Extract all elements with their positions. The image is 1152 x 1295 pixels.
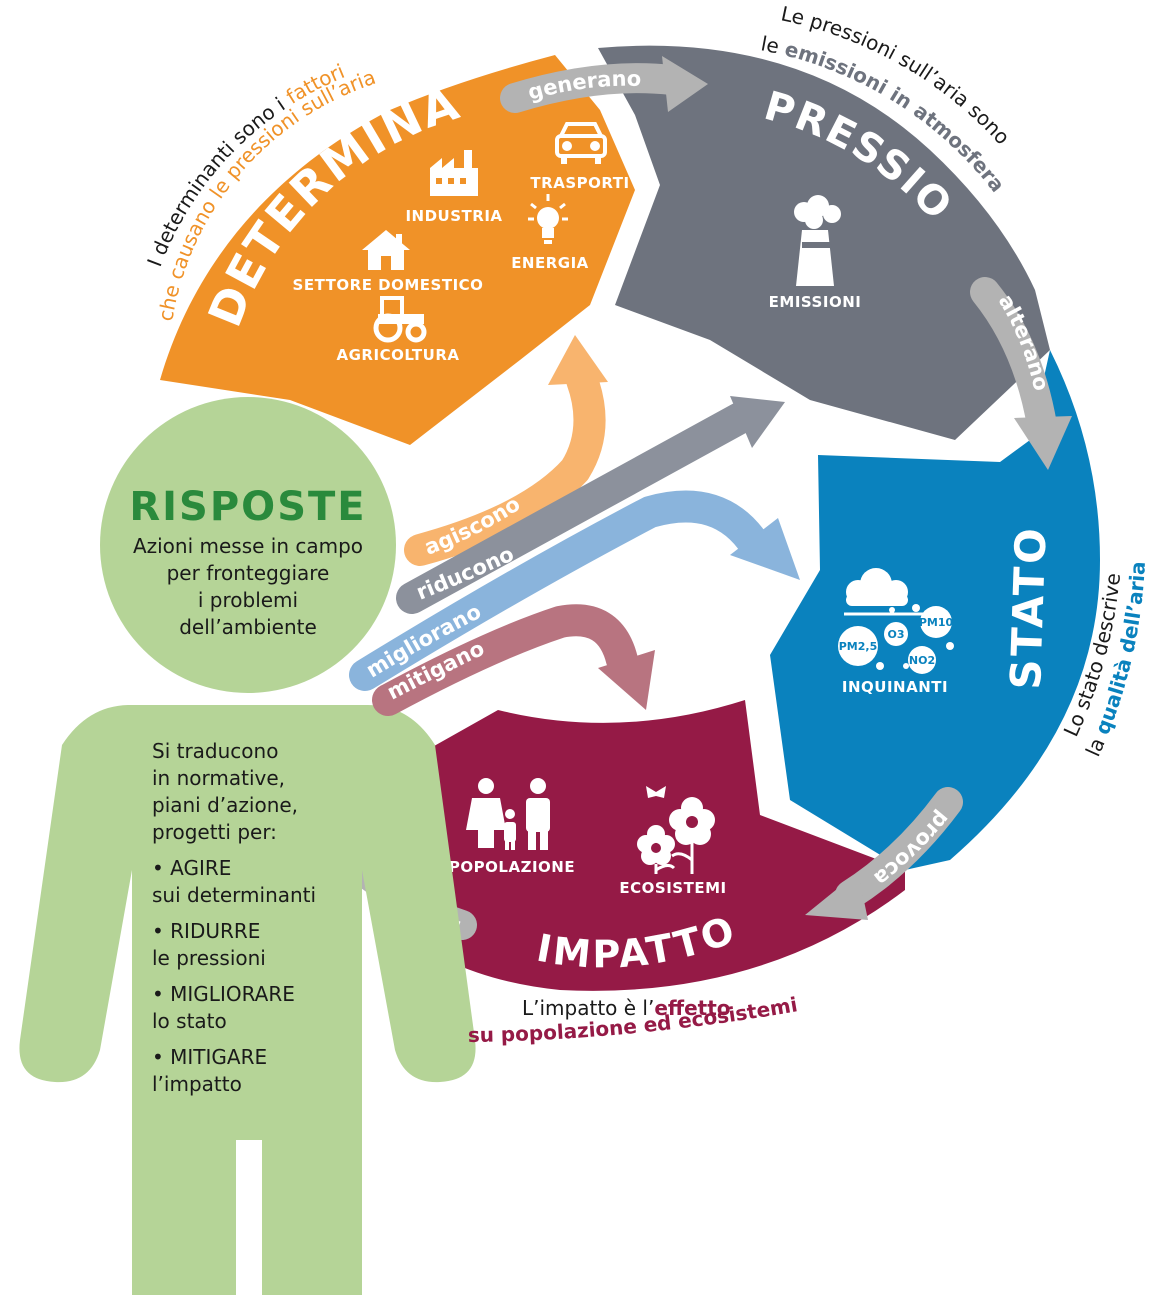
tractor-icon [373, 296, 427, 343]
sector-impatto: IMPATTO POPOLAZIONE [388, 700, 905, 991]
label-popolazione: POPOLAZIONE [449, 858, 575, 876]
label-energia: ENERGIA [511, 254, 589, 272]
pollutant-pm25: PM2,5 [839, 640, 878, 653]
bullet-3-tail: lo stato [152, 1009, 227, 1033]
sector-stato: STATO P [770, 350, 1100, 870]
bullet-4-head: • MITIGARE [152, 1045, 267, 1069]
car-icon [555, 122, 607, 164]
risposte-line-4: dell’ambiente [179, 615, 317, 639]
stato-title: STATO [1001, 524, 1056, 690]
lightbulb-icon [528, 194, 568, 244]
bullet-1-head: • AGIRE [152, 856, 231, 880]
bullet-2-tail: le pressioni [152, 946, 266, 970]
risposte-title: RISPOSTE [129, 484, 366, 530]
house-icon [362, 230, 410, 270]
label-trasporti: TRASPORTI [530, 174, 629, 192]
risposte-person: RISPOSTE Azioni messe in campo per front… [19, 397, 476, 1295]
caption-impatto: L’impatto è l’effetto su popolazione ed … [468, 992, 800, 1047]
pollutant-no2: NO2 [909, 654, 935, 667]
label-industria: INDUSTRIA [405, 207, 502, 225]
body-line-1: Si traducono [152, 739, 278, 763]
person-body [19, 705, 476, 1295]
chimney-smoke-icon [794, 195, 841, 286]
label-emissioni: EMISSIONI [769, 293, 862, 311]
bullet-2-head: • RIDURRE [152, 919, 260, 943]
risposte-line-3: i problemi [198, 588, 298, 612]
risposte-line-1: Azioni messe in campo [133, 534, 363, 558]
pollutants-cloud-icon: PM2,5 O3 PM10 NO2 [838, 568, 954, 674]
bullet-1-tail: sui determinanti [152, 883, 316, 907]
family-icon [466, 778, 550, 850]
flowers-icon [637, 786, 715, 874]
pollutant-pm10: PM10 [919, 616, 954, 629]
pollutant-o3: O3 [887, 628, 904, 641]
body-line-4: progetti per: [152, 820, 277, 844]
bullet-3-head: • MIGLIORARE [152, 982, 295, 1006]
label-inquinanti: INQUINANTI [842, 678, 948, 696]
sector-determinanti: DETERMINANTI INDUSTRIA TRASPORTI [0, 0, 635, 445]
factory-icon [430, 150, 478, 196]
person-head [100, 397, 396, 693]
body-line-3: piani d’azione, [152, 793, 298, 817]
caption-impatto-line1: L’impatto è l’effetto [522, 996, 731, 1020]
label-ecosistemi: ECOSISTEMI [619, 879, 726, 897]
risposte-line-2: per fronteggiare [167, 561, 330, 585]
body-line-2: in normative, [152, 766, 285, 790]
label-agricoltura: AGRICOLTURA [337, 346, 460, 364]
label-settore-domestico: SETTORE DOMESTICO [293, 276, 484, 294]
bullet-4-tail: l’impatto [152, 1072, 242, 1096]
